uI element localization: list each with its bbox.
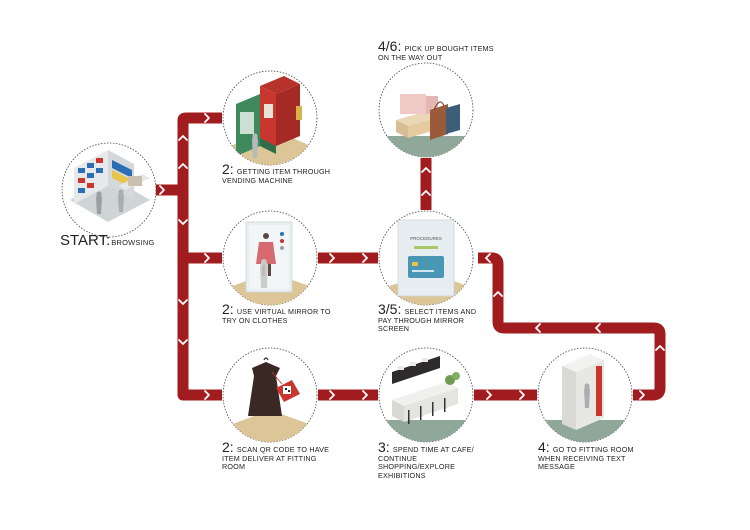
caption-qr: 2: SCAN QR CODE TO HAVE ITEM DELIVER AT … xyxy=(222,440,332,472)
caption-cafe-text: SPEND TIME AT CAFE/ CONTINUE SHOPPING/EX… xyxy=(378,445,474,480)
chevron-right-icon xyxy=(362,253,368,263)
chevron-right-icon xyxy=(329,253,335,263)
chevron-left-icon xyxy=(485,253,491,263)
step-pickup-illustration xyxy=(378,62,474,158)
chevron-right-icon xyxy=(486,390,492,400)
chevron-left-icon xyxy=(595,323,601,333)
caption-cafe: 3: SPEND TIME AT CAFE/ CONTINUE SHOPPING… xyxy=(378,440,494,480)
step-fitting-illustration xyxy=(537,347,633,443)
caption-start: START:BROWSING xyxy=(60,233,155,248)
chevron-right-icon xyxy=(362,390,368,400)
mirror-screen-text: PROCEDURES xyxy=(410,236,442,241)
caption-pickup-text: PICK UP BOUGHT ITEMS ON THE WAY OUT xyxy=(378,44,494,62)
caption-pay-text: SELECT ITEMS AND PAY THROUGH MIRROR SCRE… xyxy=(378,307,477,334)
chevron-right-icon xyxy=(159,185,165,195)
chevron-up-icon xyxy=(421,190,431,196)
caption-mirror-number: 2: xyxy=(222,301,234,317)
step-vending-illustration xyxy=(222,70,318,166)
caption-pay-number: 3/5: xyxy=(378,301,402,317)
caption-cafe-number: 3: xyxy=(378,439,390,455)
caption-qr-number: 2: xyxy=(222,439,234,455)
chevron-right-icon xyxy=(329,390,335,400)
chevron-up-icon xyxy=(421,167,431,173)
step-pay-illustration: PROCEDURES xyxy=(378,210,474,306)
step-mirror-illustration xyxy=(222,210,318,306)
caption-fitting: 4: GO TO FITTING ROOM WHEN RECEIVING TEX… xyxy=(538,440,650,472)
caption-qr-text: SCAN QR CODE TO HAVE ITEM DELIVER AT FIT… xyxy=(222,445,330,472)
step-qr-illustration xyxy=(222,347,318,443)
path-loop xyxy=(478,252,666,401)
caption-mirror: 2: USE VIRTUAL MIRROR TO TRY ON CLOTHES xyxy=(222,302,332,325)
step-cafe-illustration xyxy=(378,347,474,443)
chevron-up-icon xyxy=(178,135,188,141)
chevron-down-icon xyxy=(178,339,188,345)
caption-vending-text: GETTING ITEM THROUGH VENDING MACHINE xyxy=(222,167,331,185)
chevron-up-icon xyxy=(493,291,503,297)
caption-start-text: BROWSING xyxy=(111,238,155,247)
caption-mirror-text: USE VIRTUAL MIRROR TO TRY ON CLOTHES xyxy=(222,307,331,325)
caption-fitting-number: 4: xyxy=(538,439,550,455)
caption-start-number: START: xyxy=(60,232,111,249)
path-left-spine xyxy=(177,190,222,401)
path-start-branch xyxy=(150,112,222,196)
chevron-up-icon xyxy=(178,163,188,169)
chevron-right-icon xyxy=(204,253,210,263)
caption-pay: 3/5: SELECT ITEMS AND PAY THROUGH MIRROR… xyxy=(378,302,490,334)
caption-vending-number: 2: xyxy=(222,161,234,177)
chevron-right-icon xyxy=(639,390,645,400)
step-start-illustration xyxy=(61,142,157,238)
caption-vending: 2: GETTING ITEM THROUGH VENDING MACHINE xyxy=(222,162,332,185)
chevron-right-icon xyxy=(519,390,525,400)
caption-fitting-text: GO TO FITTING ROOM WHEN RECEIVING TEXT M… xyxy=(538,445,634,472)
chevron-right-icon xyxy=(204,390,210,400)
chevron-right-icon xyxy=(204,113,210,123)
chevron-down-icon xyxy=(178,219,188,225)
caption-pickup-number: 4/6: xyxy=(378,38,402,54)
chevron-down-icon xyxy=(178,299,188,305)
path-chevrons xyxy=(159,113,665,400)
chevron-left-icon xyxy=(535,323,541,333)
caption-pickup: 4/6: PICK UP BOUGHT ITEMS ON THE WAY OUT xyxy=(378,39,496,62)
chevron-up-icon xyxy=(655,345,665,351)
